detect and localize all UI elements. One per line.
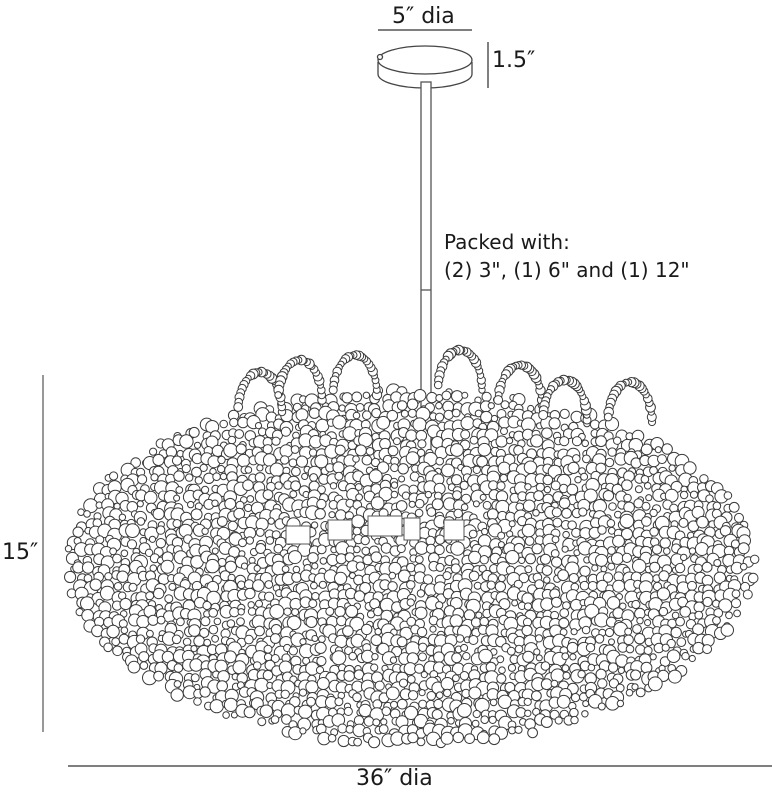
canopy-height-label: 1.5″ xyxy=(492,48,536,73)
packed-with-heading: Packed with: xyxy=(444,230,570,254)
fixture-diameter-label: 36″ dia xyxy=(356,766,433,791)
canopy-diameter-label: 5″ dia xyxy=(392,4,455,29)
packed-with-rods: (2) 3", (1) 6" and (1) 12" xyxy=(444,258,690,282)
packed-with-note: Packed with: (2) 3", (1) 6" and (1) 12" xyxy=(444,228,690,284)
canopy xyxy=(376,45,473,89)
fixture-height-label: 15″ xyxy=(2,540,39,565)
chandelier-body xyxy=(64,344,760,749)
socket-plates xyxy=(285,515,465,545)
